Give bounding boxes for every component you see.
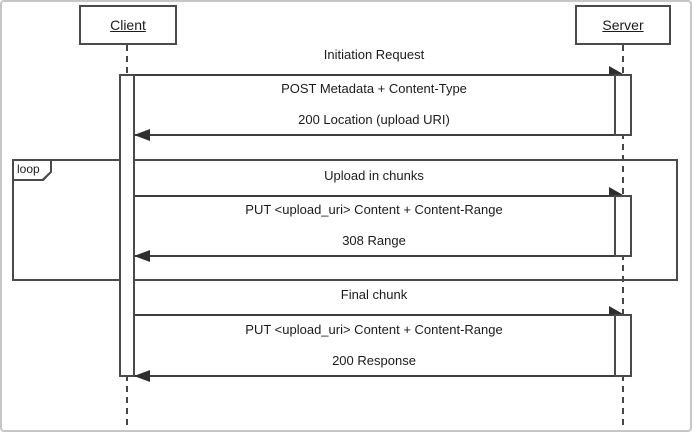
loop-operator-tab: loop xyxy=(12,159,52,181)
arrowhead-right-icon xyxy=(609,66,623,74)
server-activation-bar-1 xyxy=(614,74,632,136)
loop-operator-label: loop xyxy=(17,162,40,176)
actor-server: Server xyxy=(575,5,671,45)
response-arrow-line xyxy=(134,375,614,377)
request-arrow-line xyxy=(134,314,614,316)
arrowhead-left-icon xyxy=(134,250,150,262)
message-group-title: Upload in chunks xyxy=(324,168,424,183)
client-activation-bar xyxy=(119,74,135,377)
arrowhead-right-icon xyxy=(609,187,623,195)
actor-client: Client xyxy=(79,5,177,45)
request-message-label: PUT <upload_uri> Content + Content-Range xyxy=(245,322,503,337)
actor-client-label: Client xyxy=(110,17,146,33)
arrowhead-left-icon xyxy=(134,370,150,382)
request-arrow-line xyxy=(134,195,614,197)
arrowhead-right-icon xyxy=(609,306,623,314)
server-activation-bar-3 xyxy=(614,314,632,377)
arrowhead-left-icon xyxy=(134,129,150,141)
request-message-label: PUT <upload_uri> Content + Content-Range xyxy=(245,202,503,217)
loop-operator-tab-fill xyxy=(14,161,50,179)
actor-server-label: Server xyxy=(602,17,644,33)
response-message-label: 308 Range xyxy=(342,233,406,248)
response-message-label: 200 Location (upload URI) xyxy=(298,112,450,127)
response-arrow-line xyxy=(134,255,614,257)
message-group-title: Initiation Request xyxy=(323,47,425,62)
response-arrow-line xyxy=(134,134,614,136)
request-arrow-line xyxy=(134,74,614,76)
message-group-title: Final chunk xyxy=(340,287,408,302)
request-message-label: POST Metadata + Content-Type xyxy=(281,81,467,96)
loop-fragment: loop xyxy=(12,159,678,281)
response-message-label: 200 Response xyxy=(332,353,416,368)
server-activation-bar-2 xyxy=(614,195,632,257)
